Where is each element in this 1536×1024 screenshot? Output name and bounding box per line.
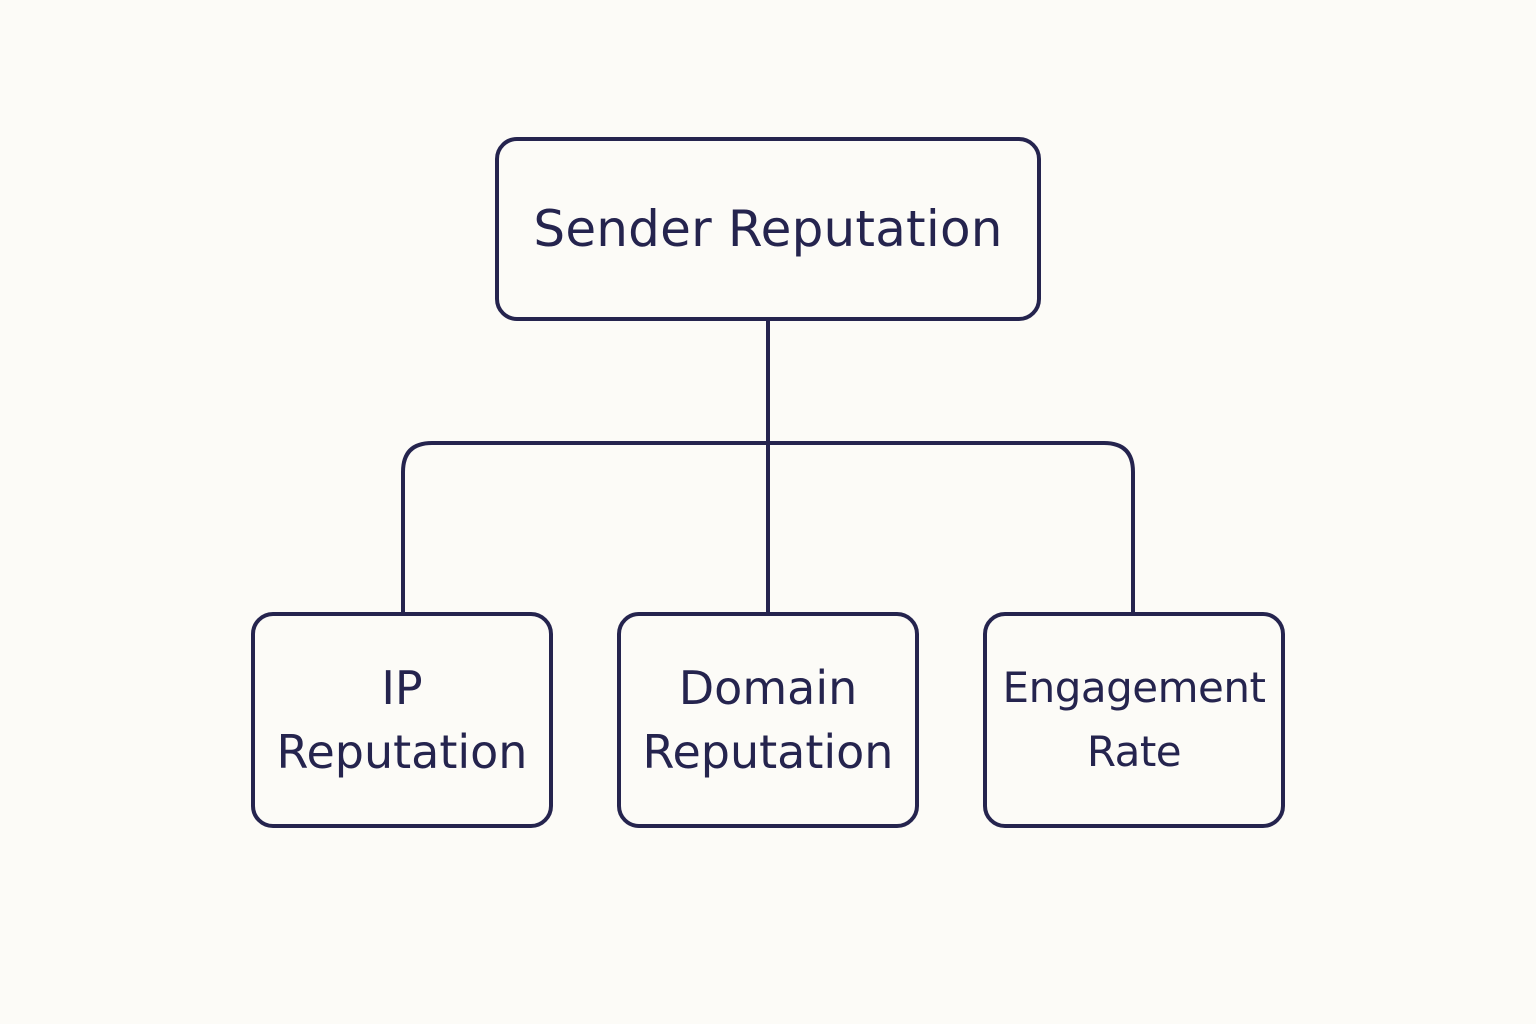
node-domain-reputation-label-line-2: Reputation [642, 725, 894, 779]
connector-branch-engagement [768, 441, 1135, 612]
connector-branch-ip [401, 441, 768, 612]
node-engagement-rate: Engagement Rate [983, 612, 1285, 828]
node-engagement-rate-label-line-2: Rate [1086, 727, 1182, 776]
node-domain-reputation: Domain Reputation [617, 612, 919, 828]
node-sender-reputation: Sender Reputation [495, 137, 1041, 321]
node-engagement-rate-label-line-1: Engagement [1002, 663, 1266, 712]
node-ip-reputation-label-line-2: Reputation [276, 725, 528, 779]
node-ip-reputation-label-line-1: IP [381, 661, 423, 715]
node-ip-reputation: IP Reputation [251, 612, 553, 828]
node-domain-reputation-label-line-1: Domain [678, 661, 858, 715]
node-sender-reputation-label: Sender Reputation [533, 200, 1003, 258]
